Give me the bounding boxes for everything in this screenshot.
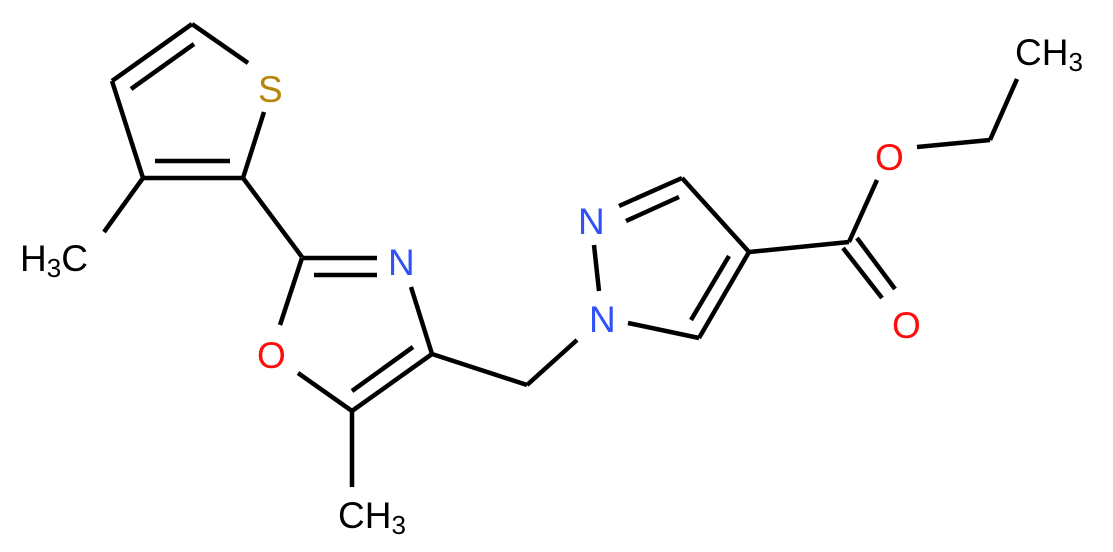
oxazole-nitrogen-label: N (388, 242, 415, 283)
oxazole-methyl-sub: 3 (391, 510, 406, 540)
oxazole-ring-bonds (277, 255, 435, 413)
ester-carbonyl-oxygen-label: O (892, 305, 921, 346)
ethyl-methyl-sub: 3 (1068, 47, 1083, 77)
pyrazole-ring-bonds (591, 175, 751, 341)
ester-bonds (748, 78, 1020, 300)
ethyl-methyl-ch: CH (1015, 32, 1069, 73)
sulfur-atom-label: S (258, 69, 283, 110)
thiophene-methyl-label: H3C (20, 238, 88, 281)
ch2-linker-bond-1 (431, 351, 528, 388)
oxazole-oxygen-label: O (257, 335, 286, 376)
thiophene-methyl-h: H (20, 238, 47, 279)
ester-single-oxygen-label: O (875, 137, 904, 178)
oxazole-methyl-ch: CH (338, 495, 392, 536)
ch2-linker-bond-2 (525, 338, 579, 387)
thiophene-methyl-sub: 3 (46, 253, 62, 283)
thiophene-methyl-bond (102, 176, 145, 234)
oxazole-methyl-label: CH3 (338, 495, 406, 538)
thiophene-ring-bonds (109, 22, 267, 181)
pyrazole-n2-label: N (578, 201, 605, 242)
pyrazole-n1-label: N (589, 299, 616, 340)
thiophene-methyl-c: C (61, 238, 88, 279)
ethyl-methyl-label: CH3 (1015, 32, 1083, 75)
thiophene-oxazole-bond (241, 176, 304, 259)
